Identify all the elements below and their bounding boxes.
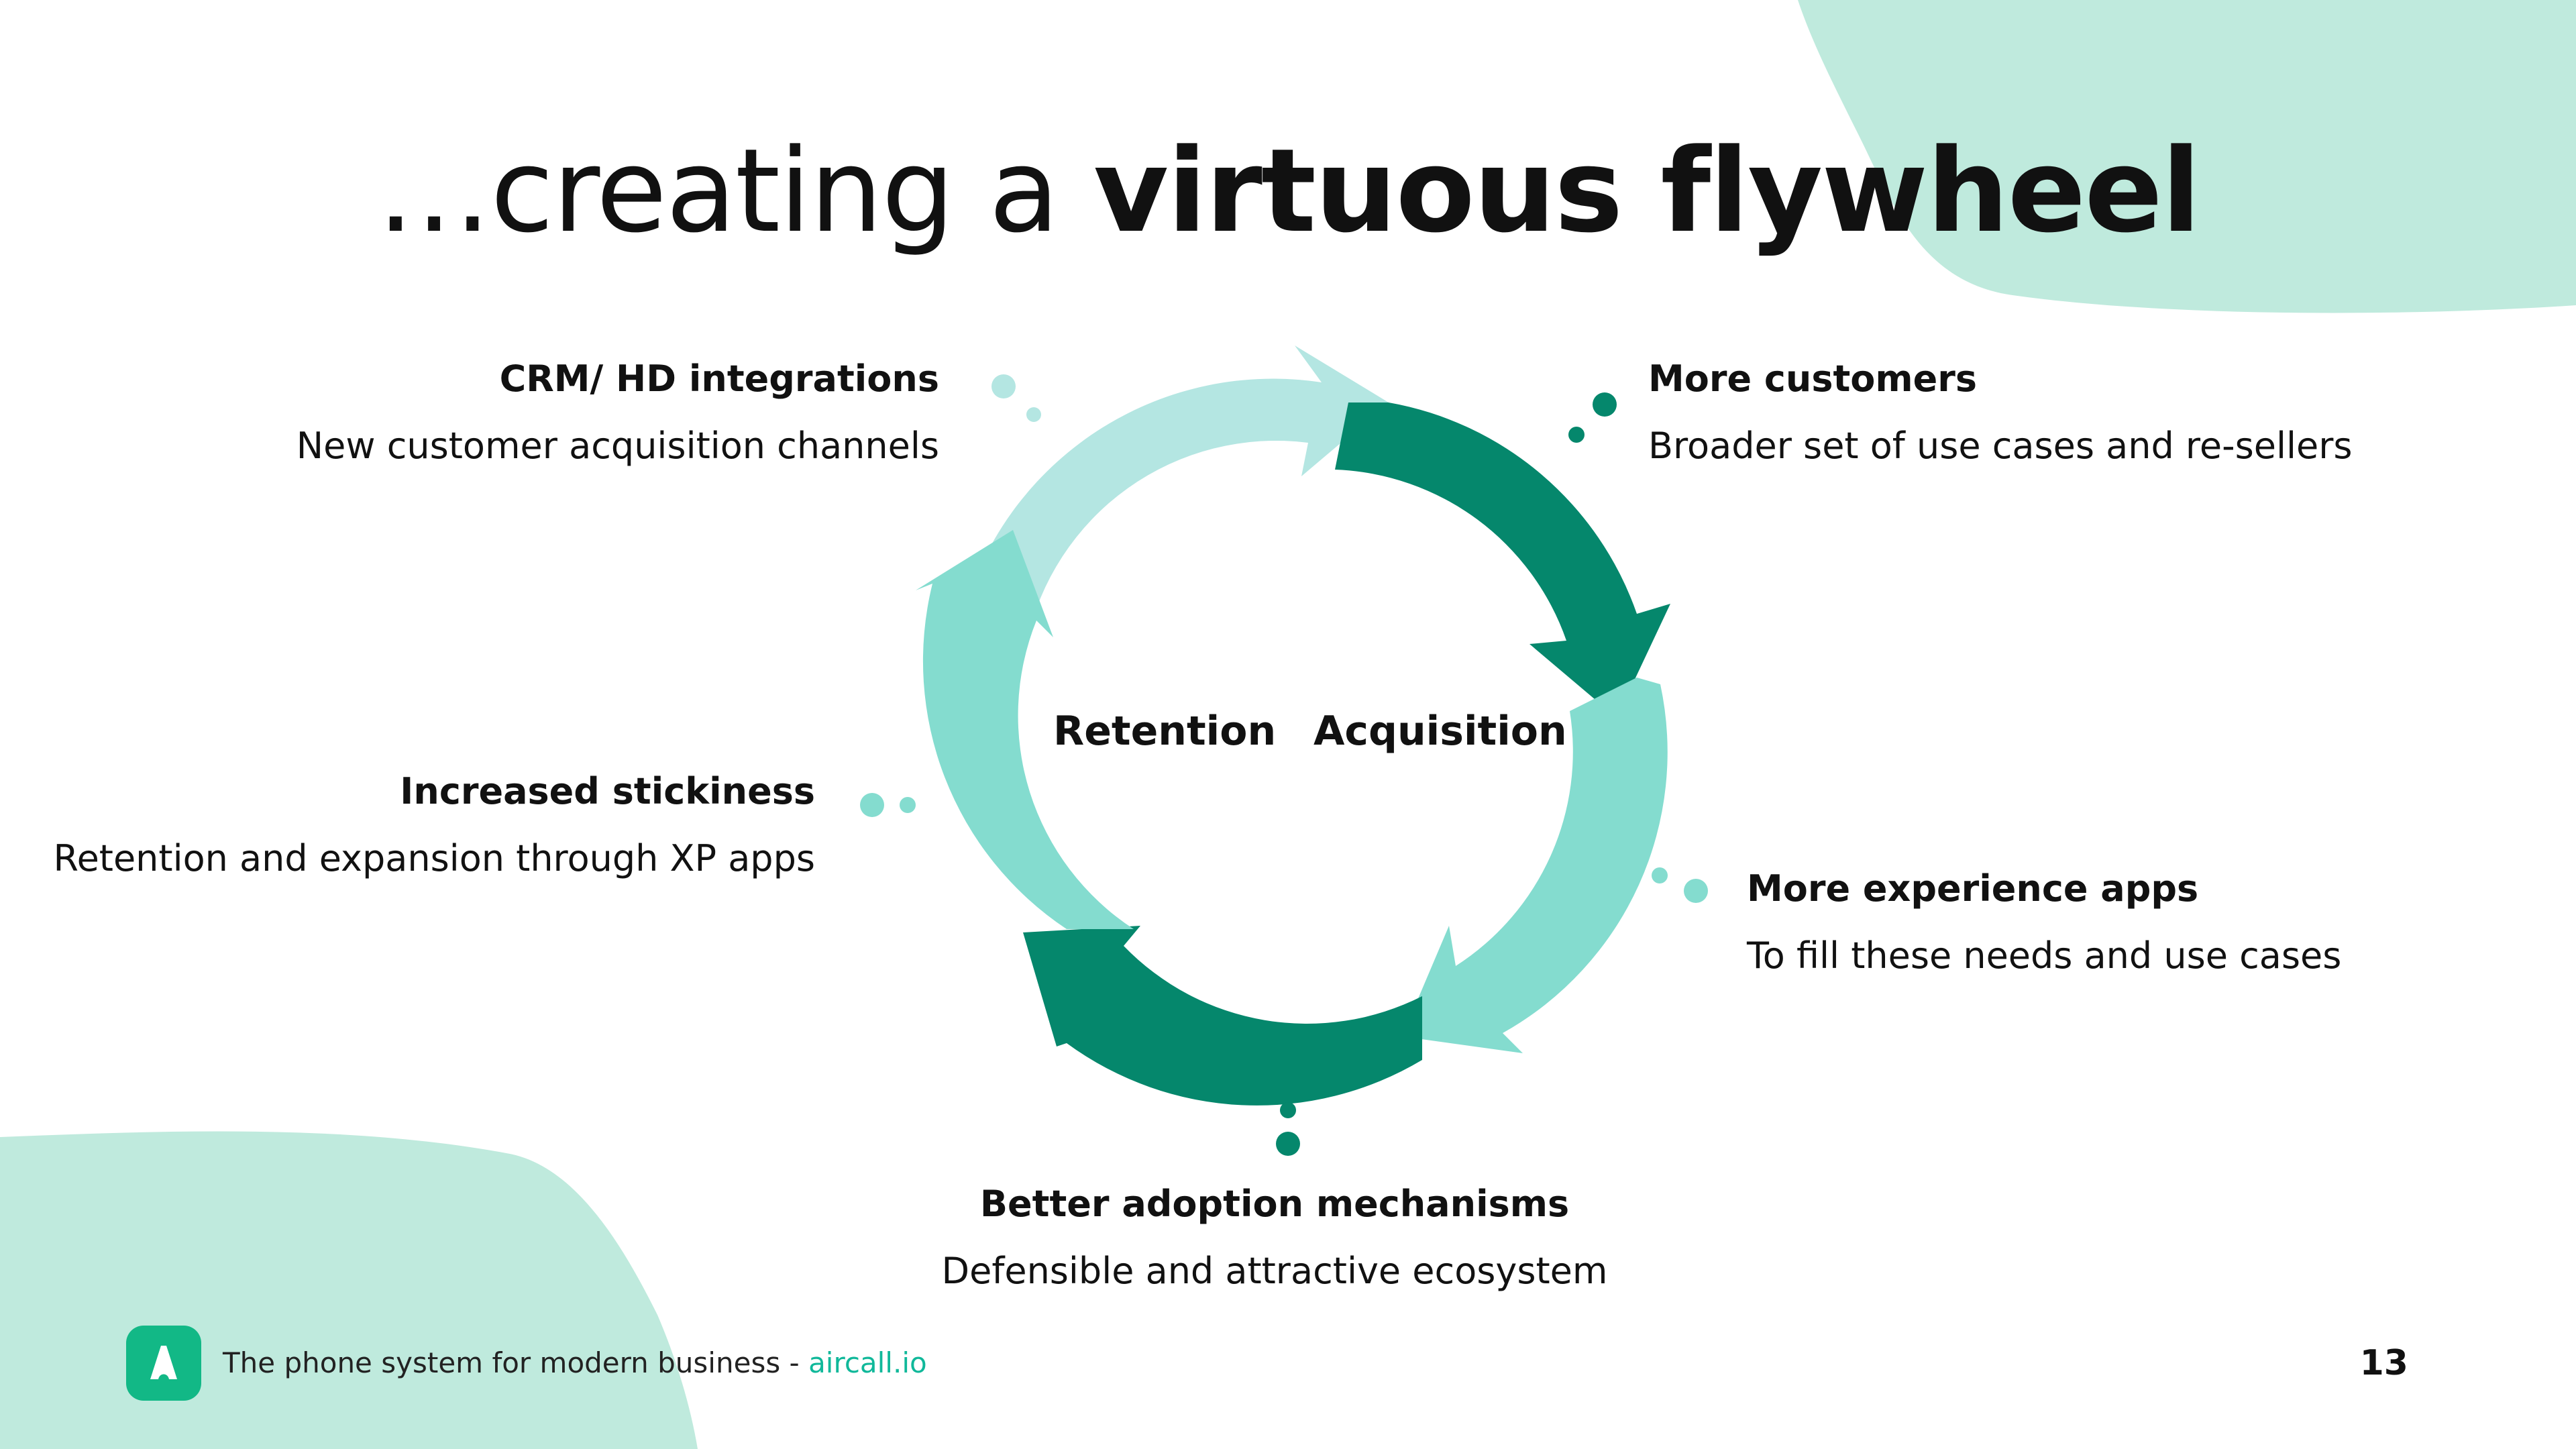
node-bottom-subtitle: Defensible and attractive ecosystem <box>941 1250 1608 1292</box>
center-label-acquisition: Acquisition <box>1313 708 1567 755</box>
page-number: 13 <box>2359 1343 2408 1383</box>
footer-link[interactable]: aircall.io <box>808 1346 927 1379</box>
node-right-title: More experience apps <box>1747 867 2199 910</box>
node-top-left: CRM/ HD integrations New customer acquis… <box>201 356 939 470</box>
aircall-logo-icon <box>126 1326 201 1401</box>
dot-left-1 <box>860 793 884 817</box>
dot-top-left-1 <box>991 374 1016 398</box>
flywheel-arrow-light <box>966 345 1389 644</box>
node-top-right-subtitle: Broader set of use cases and re-sellers <box>1648 425 2353 467</box>
footer-tagline-text: The phone system for modern business - <box>223 1346 809 1379</box>
node-bottom-title: Better adoption mechanisms <box>979 1183 1570 1225</box>
node-right-subtitle: To fill these needs and use cases <box>1747 934 2342 977</box>
node-bottom: Better adoption mechanisms Defensible an… <box>872 1181 1677 1295</box>
node-top-left-title: CRM/ HD integrations <box>499 358 939 400</box>
flywheel-arrow-mid-right <box>1402 678 1668 1053</box>
node-left-title: Increased stickiness <box>400 770 815 812</box>
connector-dots <box>860 374 1708 1156</box>
dot-left-2 <box>900 797 916 813</box>
dot-top-right-1 <box>1593 392 1617 417</box>
dot-bottom-2 <box>1276 1132 1300 1156</box>
node-top-right-title: More customers <box>1648 358 1978 400</box>
node-left: Increased stickiness Retention and expan… <box>27 768 815 882</box>
flywheel-arrow-dark-top <box>1335 402 1670 718</box>
dot-bottom-1 <box>1280 1102 1296 1118</box>
flywheel-arrow-dark-bottom <box>1023 926 1422 1106</box>
dot-right-1 <box>1652 867 1668 883</box>
title-light-part: …creating a <box>376 123 1093 258</box>
dot-top-left-2 <box>1026 407 1041 422</box>
dot-top-right-2 <box>1568 427 1585 443</box>
title-bold-part: virtuous flywheel <box>1093 123 2201 258</box>
node-left-subtitle: Retention and expansion through XP apps <box>53 837 815 879</box>
dot-right-2 <box>1684 879 1708 903</box>
footer-tagline: The phone system for modern business - a… <box>223 1343 927 1383</box>
top-right-blob <box>1798 0 2576 313</box>
node-top-right: More customers Broader set of use cases … <box>1648 356 2453 470</box>
center-label-retention: Retention <box>1053 708 1277 755</box>
node-top-left-subtitle: New customer acquisition channels <box>296 425 939 467</box>
slide-title: …creating a virtuous flywheel <box>0 117 2576 265</box>
flywheel-arrow-mid-left <box>916 530 1134 929</box>
node-right: More experience apps To fill these needs… <box>1747 865 2485 979</box>
